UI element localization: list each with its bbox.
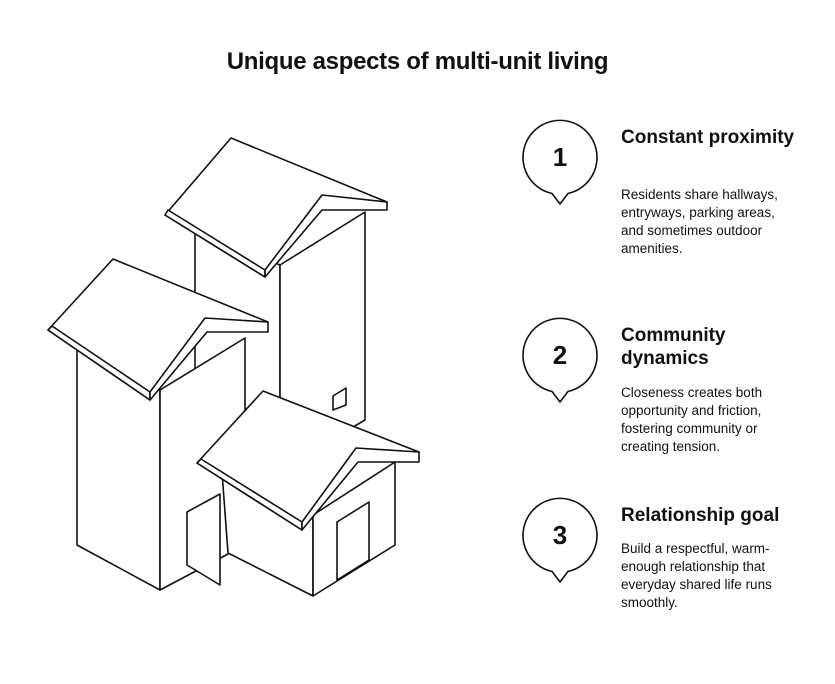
small-house-front <box>186 387 420 597</box>
map-pin-icon <box>522 317 598 403</box>
step-number: 2 <box>552 340 568 370</box>
item-title: Constant proximity <box>621 127 795 148</box>
step-number: 3 <box>552 520 568 550</box>
item-title: Community dynamics <box>621 325 726 369</box>
map-pin-icon <box>522 497 598 583</box>
item-description: Closeness creates both opportunity and f… <box>621 385 763 454</box>
step-number: 1 <box>552 142 568 172</box>
page-title: Unique aspects of multi-unit living <box>226 48 609 75</box>
item-description: Residents share hallways, entryways, par… <box>621 187 778 256</box>
item-description: Build a respectful, warm-enough relation… <box>621 541 772 610</box>
map-pin-icon <box>522 119 598 205</box>
item-title: Relationship goal <box>621 505 780 526</box>
